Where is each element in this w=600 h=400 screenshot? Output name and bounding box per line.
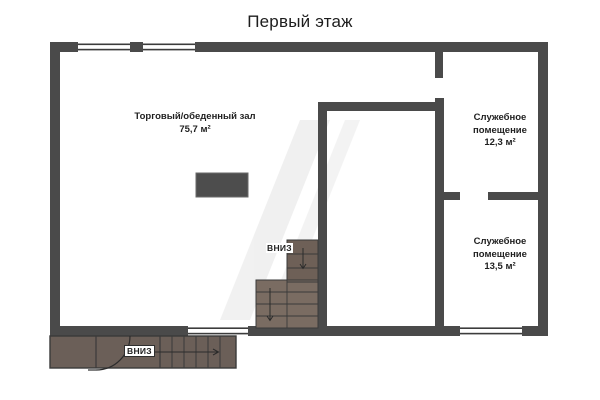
room-label-service-upper: Служебное помещение 12,3 м² bbox=[440, 112, 560, 150]
outer-walls bbox=[50, 42, 548, 336]
entry-door-arc bbox=[88, 335, 131, 371]
wall-inner-top bbox=[318, 102, 444, 111]
counter-block bbox=[195, 172, 249, 198]
stair-label-interior: ВНИЗ bbox=[266, 243, 293, 253]
page-title: Первый этаж bbox=[247, 12, 353, 31]
wall-stub-top bbox=[435, 52, 443, 78]
window-bottom-service bbox=[460, 326, 522, 336]
room-area: 75,7 м² bbox=[179, 123, 211, 135]
window-top-mid bbox=[143, 42, 195, 52]
windows bbox=[78, 42, 522, 336]
window-top-left bbox=[78, 42, 130, 52]
interior-walls bbox=[318, 52, 538, 328]
window-bottom-hall bbox=[188, 326, 248, 336]
room-label-main-hall: Торговый/обеденный зал 75,7 м² bbox=[100, 111, 290, 136]
wall-inner-left bbox=[318, 102, 327, 328]
stair-label-porch: ВНИЗ bbox=[124, 345, 155, 357]
room-area: 13,5 м² bbox=[484, 261, 516, 272]
room-name: Служебное помещение bbox=[473, 112, 527, 136]
wall-right-service-vertical bbox=[435, 110, 444, 328]
room-area: 12,3 м² bbox=[484, 137, 516, 148]
room-name: Служебное помещение bbox=[473, 236, 527, 260]
wall-service-divider-right bbox=[488, 192, 538, 200]
wall-service-divider-left bbox=[444, 192, 460, 200]
room-name: Торговый/обеденный зал bbox=[134, 111, 256, 122]
room-label-service-lower: Служебное помещение 13,5 м² bbox=[440, 236, 560, 274]
